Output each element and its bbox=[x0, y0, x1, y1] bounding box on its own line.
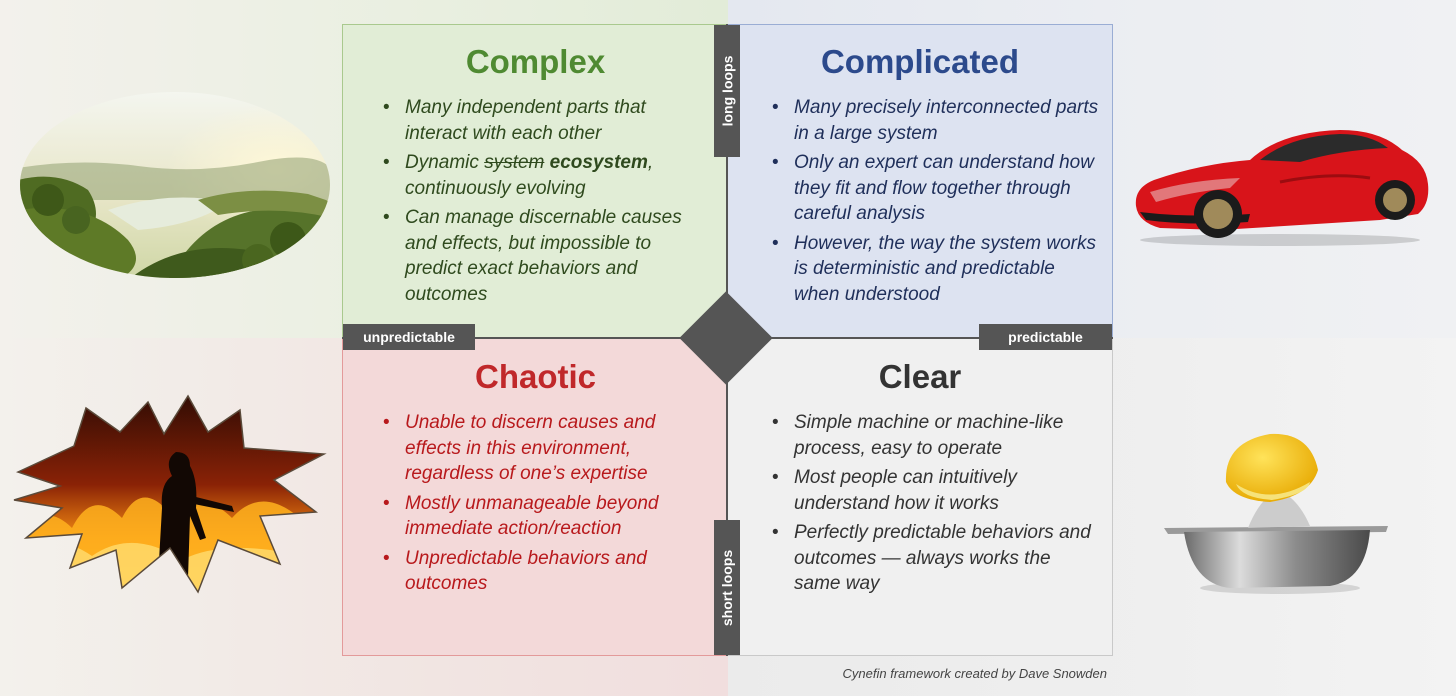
axis-label-long-loops: long loops bbox=[714, 25, 740, 157]
list-item: Most people can intuitively understand h… bbox=[770, 465, 1100, 516]
list-item: Dynamic system ecosystem, continuously e… bbox=[381, 150, 711, 201]
bold-word: ecosystem bbox=[549, 152, 648, 173]
lemon-juicer-image bbox=[1164, 433, 1388, 594]
forest-landscape-image bbox=[20, 92, 330, 278]
bullet-list-complex: Many independent parts that interact wit… bbox=[381, 95, 711, 311]
quadrant-title-chaotic: Chaotic bbox=[474, 358, 596, 395]
list-item: Mostly unmanageable beyond immediate act… bbox=[381, 491, 711, 542]
list-item: Unpredictable behaviors and outcomes bbox=[381, 546, 711, 597]
axis-label-unpredictable: unpredictable bbox=[343, 324, 475, 350]
bullet-text: Dynamic bbox=[405, 152, 485, 173]
list-item: Simple machine or machine-like process, … bbox=[770, 410, 1100, 461]
list-item: Many independent parts that interact wit… bbox=[381, 95, 711, 146]
bullet-text: , continuously evolving bbox=[405, 152, 654, 199]
quadrant-complex: Complex Many independent parts that inte… bbox=[342, 24, 728, 338]
bullet-list-complicated: Many precisely interconnected parts in a… bbox=[770, 95, 1100, 311]
quadrant-title-complex: Complex bbox=[465, 43, 606, 80]
axis-label-text: long loops bbox=[719, 55, 736, 127]
wildfire-firefighter-image bbox=[13, 394, 327, 594]
axis-label-text: predictable bbox=[1008, 329, 1083, 345]
quadrant-title-clear: Clear bbox=[878, 358, 962, 395]
axis-label-text: short loops bbox=[719, 549, 736, 626]
list-item: However, the way the system works is det… bbox=[770, 231, 1100, 308]
list-item: Unable to discern causes and effects in … bbox=[381, 410, 711, 487]
axis-label-predictable: predictable bbox=[979, 324, 1112, 350]
axis-label-text: unpredictable bbox=[363, 329, 455, 345]
framework-credit: Cynefin framework created by Dave Snowde… bbox=[842, 666, 1107, 681]
bullet-list-clear: Simple machine or machine-like process, … bbox=[770, 410, 1100, 601]
list-item: Many precisely interconnected parts in a… bbox=[770, 95, 1100, 146]
axis-label-short-loops: short loops bbox=[714, 520, 740, 655]
struck-word: system bbox=[484, 152, 545, 173]
quadrant-complicated: Complicated Many precisely interconnecte… bbox=[728, 24, 1113, 338]
red-sports-car-image bbox=[1135, 130, 1429, 246]
list-item: Only an expert can understand how they f… bbox=[770, 150, 1100, 227]
list-item: Can manage discernable causes and effect… bbox=[381, 205, 711, 307]
bullet-list-chaotic: Unable to discern causes and effects in … bbox=[381, 410, 711, 601]
quadrant-title-complicated: Complicated bbox=[820, 43, 1020, 80]
quadrant-chaotic: Chaotic Unable to discern causes and eff… bbox=[342, 338, 728, 656]
list-item: Perfectly predictable behaviors and outc… bbox=[770, 520, 1100, 597]
quadrant-clear: Clear Simple machine or machine-like pro… bbox=[728, 338, 1113, 656]
